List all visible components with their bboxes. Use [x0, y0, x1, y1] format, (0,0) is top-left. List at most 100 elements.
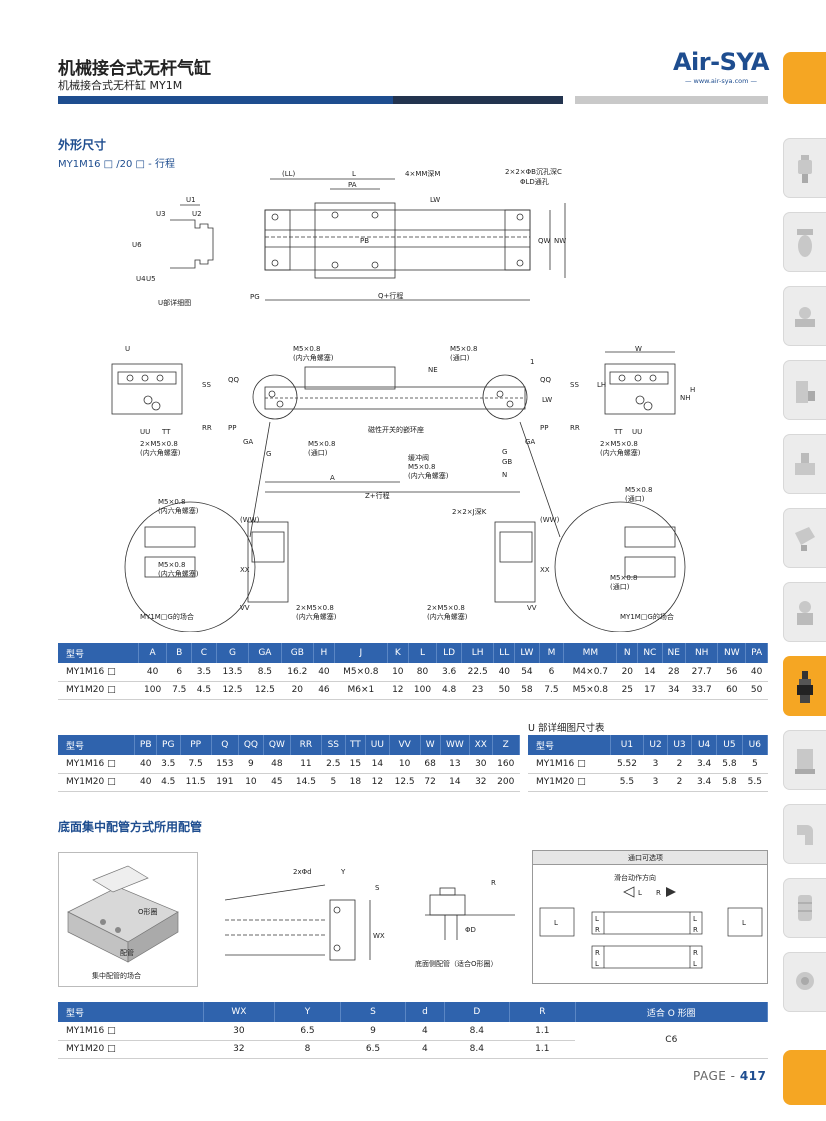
table4-cell: 4 [405, 1022, 445, 1041]
page-number-value: 417 [739, 1069, 767, 1083]
category-tab-filter[interactable] [783, 138, 826, 198]
table2-cell: 40 [134, 755, 157, 774]
piping-table: 型号 WX Y S d D R 适合 O 形圈 MY1M16 □ 30 6.5 … [58, 1002, 769, 1059]
table1-cell: 40 [138, 663, 167, 682]
category-tab-bracket[interactable] [783, 730, 826, 790]
dim-u4: U4 [136, 275, 146, 283]
lbl-port-m5: M5×0.8 [308, 440, 336, 448]
table3-cell: 5.5 [610, 773, 644, 792]
table-row: MY1M20 □ 100 7.5 4.5 12.5 12.5 20 46 M6×… [58, 681, 768, 700]
lbl-qq-left: QQ [228, 376, 240, 384]
category-tab-lubricator[interactable] [783, 212, 826, 272]
table3-cell: 3 [643, 773, 668, 792]
table1-cell: MY1M20 □ [58, 681, 139, 700]
dimension-table-2: 型号 PB PG PP Q QQ QW RR SS TT UU VV W WW … [58, 735, 520, 792]
table2-cell: 9 [238, 755, 264, 774]
table2-cell: MY1M16 □ [58, 755, 135, 774]
table2-cell: 14 [440, 773, 470, 792]
lbl-port-option: 通口可选项 [628, 853, 663, 862]
table2-cell: 48 [263, 755, 291, 774]
lbl-bubble-m5-b: M5×0.8 [158, 561, 186, 569]
table4-header: Y [274, 1002, 341, 1022]
lbl-o-ring: O形圈 [138, 908, 158, 916]
dimension-table-1: 型号 A B C G GA GB H J K L LD LH LL LW M M… [58, 643, 768, 700]
bracket-icon [795, 749, 815, 774]
table2-cell: 32 [469, 773, 492, 792]
lbl-xx-left: XX [240, 566, 250, 574]
table1-header: N [616, 643, 639, 663]
category-tab-silencer[interactable] [783, 878, 826, 938]
lbl-dd: 2xΦd [293, 868, 312, 876]
table-row: MY1M16 □ 5.52 3 2 3.4 5.8 5 [528, 755, 768, 774]
table1-cell: M5×0.8 [334, 663, 388, 682]
table4-cell: 8.4 [444, 1040, 510, 1059]
lbl-bubble-m5-a: M5×0.8 [158, 498, 186, 506]
table1-cell: 16.2 [281, 663, 314, 682]
table1-header: NW [717, 643, 747, 663]
table2-cell: 13 [440, 755, 470, 774]
u-table-caption: U 部详细图尺寸表 [528, 723, 605, 734]
table1-cell: 12.5 [216, 681, 249, 700]
dim-u2: U2 [192, 210, 202, 218]
table-row: MY1M16 □ 40 6 3.5 13.5 8.5 16.2 40 M5×0.… [58, 663, 768, 682]
lbl-h: H [690, 386, 695, 394]
category-tab-regulator[interactable] [783, 286, 826, 346]
lbl-r-c: R [595, 949, 600, 957]
table1-cell: M5×0.8 [563, 681, 617, 700]
table1-header: G [216, 643, 250, 663]
table2-cell: 10 [389, 755, 421, 774]
u-detail-caption: U部详细图 [158, 298, 191, 307]
lbl-g-case-left: MY1M□G的场合 [140, 612, 194, 621]
table2-cell: 72 [420, 773, 441, 792]
table1-header: MM [563, 643, 618, 663]
lbl-l-d: L [693, 960, 697, 968]
lbl-jk: 2×2×J深K [452, 507, 487, 516]
lbl-2m5-g-right: 2×M5×0.8 [427, 604, 465, 612]
table2-cell: 191 [211, 773, 239, 792]
category-tab-manifold[interactable] [783, 508, 826, 568]
table1-cell: 50 [493, 681, 515, 700]
table3-header: U3 [667, 735, 692, 755]
table3-header-row: 型号 U1 U2 U3 U4 U5 U6 [528, 735, 769, 755]
table1-cell: 10 [387, 663, 409, 682]
category-tab-cylinder-active[interactable] [783, 656, 826, 716]
table1-cell: 6 [539, 663, 564, 682]
table2-cell: 30 [469, 755, 492, 774]
section-title-piping: 底面集中配管方式所用配管 [58, 820, 203, 834]
table4-cell: 6.5 [340, 1040, 406, 1059]
table1-cell: 20 [616, 663, 638, 682]
table2-header: RR [290, 735, 322, 755]
table2-header: VV [389, 735, 421, 755]
manifold-icon [795, 527, 815, 551]
lbl-bottom-side: 底面侧配管（适合O形圈） [415, 959, 498, 968]
table4-cell: MY1M16 □ [58, 1022, 203, 1041]
table2-header: QW [263, 735, 291, 755]
lbl-arrow-r: R [656, 889, 661, 897]
bottom-orange-tab[interactable] [783, 1050, 826, 1105]
table1-header: H [313, 643, 335, 663]
category-tab-valve[interactable] [783, 360, 826, 420]
lbl-lw-side: LW [542, 396, 552, 404]
category-tab-actuator[interactable] [783, 582, 826, 642]
side-view-drawing: U M5×0.8 (内六角螺塞) M5×0.8 (通口) NE 1 SS QQ … [111, 345, 695, 632]
dim-u6: U6 [132, 241, 142, 249]
category-tab-accessory[interactable] [783, 952, 826, 1012]
table2-header: W [420, 735, 441, 755]
table1-cell: 100 [408, 681, 437, 700]
category-tab-solenoid[interactable] [783, 434, 826, 494]
page-subtitle: 机械接合式无杆缸 MY1M [58, 79, 183, 92]
lbl-s: S [375, 884, 380, 892]
table4-cell: 6.5 [274, 1022, 341, 1041]
top-orange-tab[interactable] [783, 52, 826, 104]
lbl-u: U [125, 345, 130, 353]
table4-header-row: 型号 WX Y S d D R 适合 O 形圈 [58, 1002, 769, 1022]
page-number: PAGE - 417 [693, 1069, 766, 1083]
lbl-qq-right: QQ [540, 376, 552, 384]
actuator-icon [797, 601, 813, 625]
lbl-m5-top-left: M5×0.8 [293, 345, 321, 353]
lbl-a: A [330, 474, 335, 482]
category-tab-fitting[interactable] [783, 804, 826, 864]
table4-cell: 8.4 [444, 1022, 510, 1041]
lbl-r: R [491, 879, 496, 887]
table1-header: LD [436, 643, 462, 663]
